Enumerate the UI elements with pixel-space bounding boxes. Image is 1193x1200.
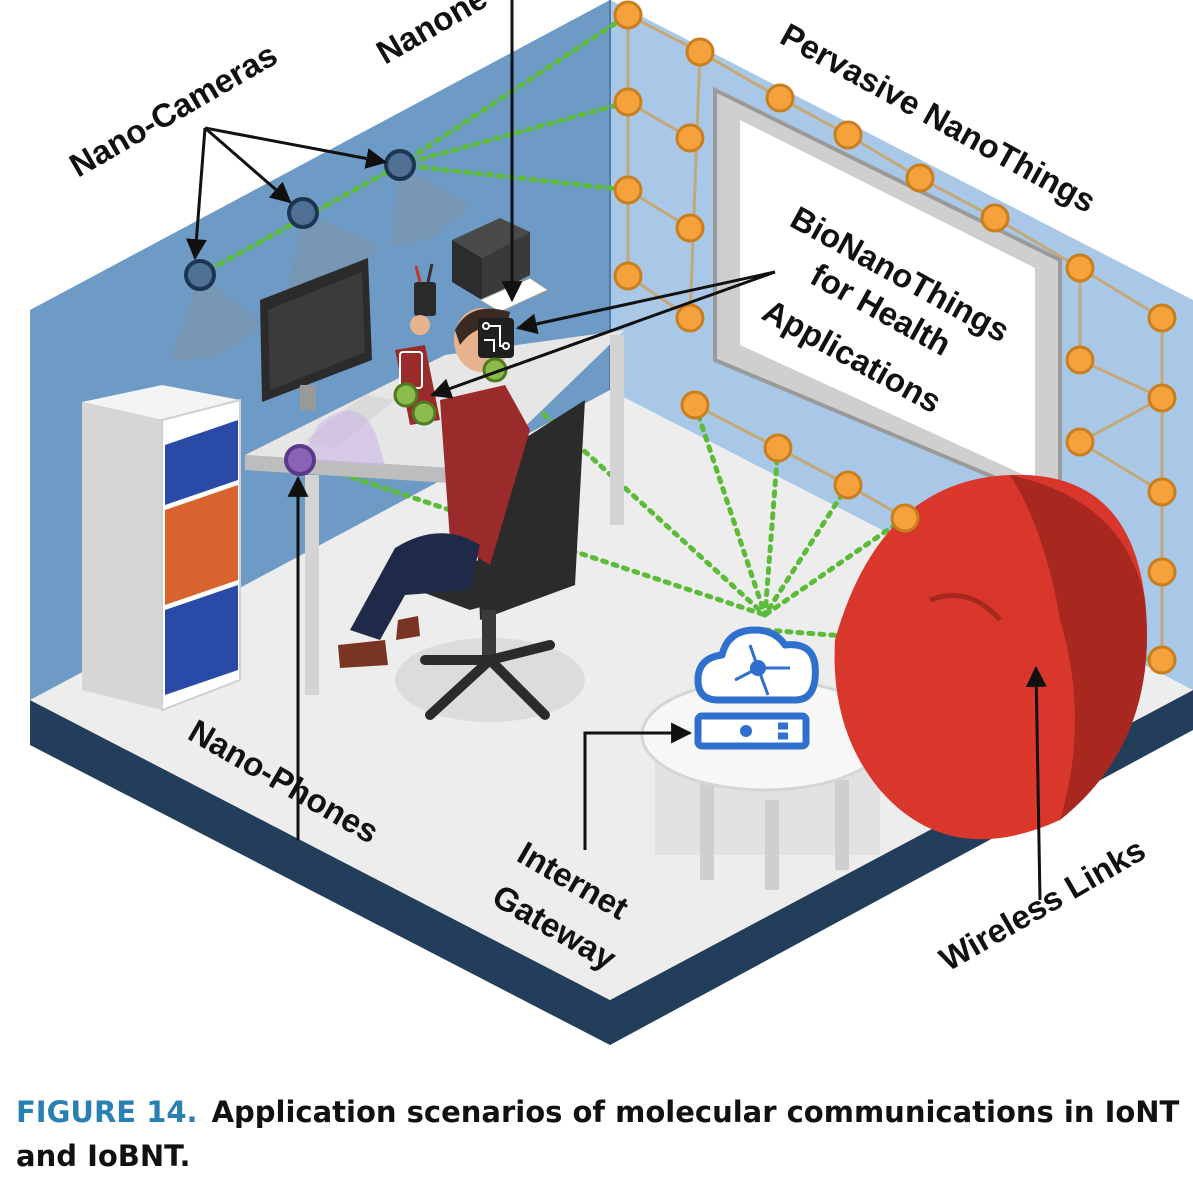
- nanothing-node: [1065, 427, 1095, 457]
- label-nano-cameras: Nano-Cameras: [63, 36, 283, 185]
- nanothing-node: [905, 163, 935, 193]
- person: [338, 308, 530, 668]
- nanothing-node: [1147, 303, 1177, 333]
- annotation-arrows: [185, 0, 1047, 901]
- nanothing-node: [613, 261, 643, 291]
- nanothing-node: [1147, 477, 1177, 507]
- nanothing-node: [890, 503, 920, 533]
- nanothing-node: [833, 470, 863, 500]
- nanothing-node: [1147, 383, 1177, 413]
- nano-camera-node: [287, 197, 319, 229]
- nanothing-node: [613, 175, 643, 205]
- nanothing-node: [1147, 557, 1177, 587]
- bionanothing-node: [393, 382, 419, 408]
- bionanothing-node: [411, 400, 437, 426]
- nano-camera-node: [184, 259, 216, 291]
- bookshelf: [82, 385, 241, 712]
- internet-gateway-icon: [694, 626, 819, 750]
- nanothing-node: [1065, 345, 1095, 375]
- caption-text: Application scenarios of molecular commu…: [16, 1095, 1180, 1173]
- label-nanonetwork: Nanone: [370, 0, 493, 71]
- nano-phone-node: [284, 444, 316, 476]
- nanothing-node: [980, 203, 1010, 233]
- whiteboard-surface: [740, 120, 1035, 480]
- nanothing-node: [765, 83, 795, 113]
- nanothing-node: [763, 433, 793, 463]
- monitor: [260, 258, 395, 450]
- nanothing-node: [1147, 645, 1177, 675]
- pen-cup: [414, 263, 436, 316]
- nanothing-node: [675, 123, 705, 153]
- figure-caption: FIGURE 14.Application scenarios of molec…: [16, 1090, 1181, 1178]
- nanothing-node: [675, 303, 705, 333]
- pervasive-nanothing-nodes: [613, 0, 1177, 675]
- bionanothing-nodes: [393, 357, 508, 426]
- nano-camera-node: [384, 149, 416, 181]
- iont-room-illustration: Nanone Nano-Cameras Pervasive NanoThings…: [30, 0, 1193, 1045]
- nanothing-node: [833, 120, 863, 150]
- nano-camera-nodes: [184, 149, 416, 291]
- camera-fields: [170, 165, 470, 361]
- figure-number: FIGURE 14.: [16, 1095, 198, 1129]
- nanothing-node: [685, 37, 715, 67]
- nanothing-node: [613, 0, 643, 30]
- nano-phone-field: [300, 410, 385, 466]
- bean-bag: [834, 474, 1147, 840]
- nanothing-node: [680, 390, 710, 420]
- nanothing-node: [613, 87, 643, 117]
- nanothing-node: [1065, 253, 1095, 283]
- nanothing-node: [675, 213, 705, 243]
